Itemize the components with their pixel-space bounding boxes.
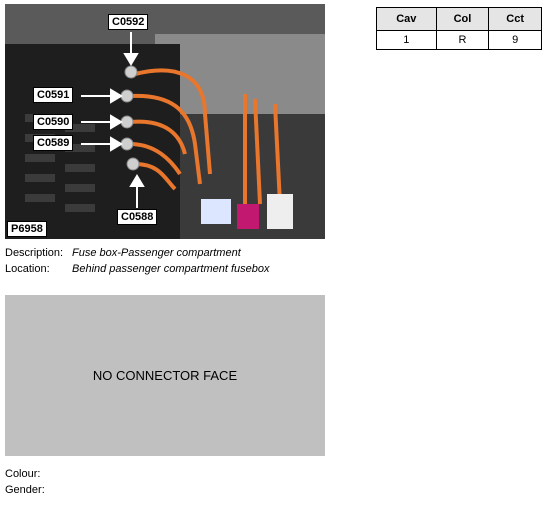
connector-label: C0589 — [33, 135, 74, 151]
pin-table-header: Cav Col Cct — [376, 7, 542, 31]
connector-photo: C0592 C0591 C0590 C0589 C0588 P6958 — [5, 4, 325, 239]
description-row: Description: Fuse box-Passenger compartm… — [5, 245, 270, 261]
gender-label: Gender: — [5, 484, 45, 496]
location-value: Behind passenger compartment fusebox — [72, 263, 270, 275]
location-row: Location: Behind passenger compartment f… — [5, 261, 270, 277]
cell-col: R — [435, 30, 490, 50]
description-block: Description: Fuse box-Passenger compartm… — [5, 245, 270, 277]
connector-face-text: NO CONNECTOR FACE — [92, 368, 238, 383]
colour-label: Colour: — [5, 468, 41, 480]
connector-label: C0591 — [33, 87, 74, 103]
connector-label: C0592 — [108, 14, 149, 30]
meta-block: Colour: Gender: — [5, 466, 45, 498]
header-cct: Cct — [488, 7, 542, 31]
description-value: Fuse box-Passenger compartment — [72, 247, 241, 259]
header-col: Col — [435, 7, 490, 31]
location-label: Location: — [5, 263, 50, 275]
cell-cct: 9 — [488, 30, 542, 50]
photo-reference: P6958 — [7, 221, 47, 237]
connector-face-placeholder: NO CONNECTOR FACE — [5, 295, 325, 456]
connector-label: C0588 — [117, 209, 158, 225]
pin-table: Cav Col Cct 1 R 9 — [376, 7, 542, 50]
description-label: Description: — [5, 247, 64, 259]
connector-label: C0590 — [33, 114, 74, 130]
table-row: 1 R 9 — [376, 30, 542, 50]
cell-cav: 1 — [376, 30, 437, 50]
header-cav: Cav — [376, 7, 437, 31]
